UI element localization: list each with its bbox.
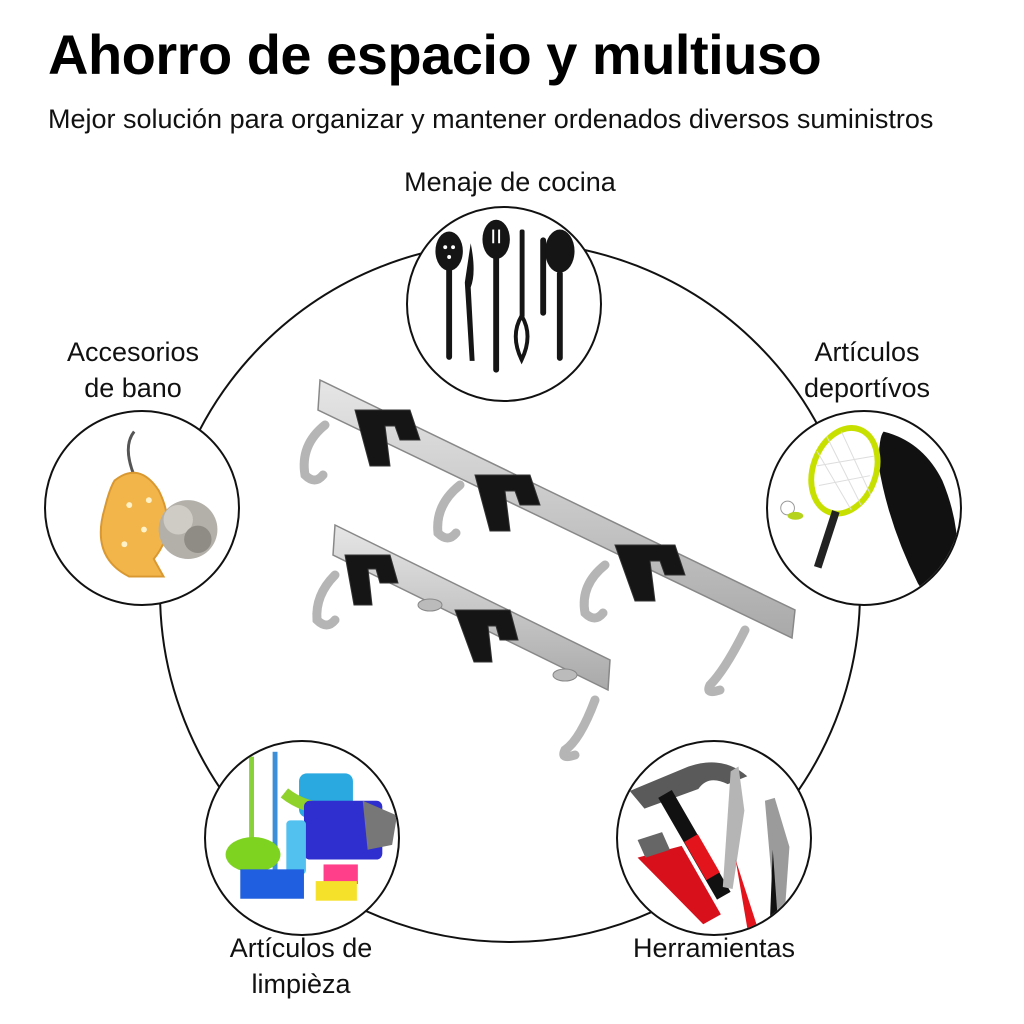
bath-sponge-icon	[99, 430, 218, 578]
label-limpieza-line1: Artículos de	[229, 933, 373, 963]
cleaning-supplies-icon	[225, 751, 398, 901]
bubble-herramientas	[616, 740, 812, 936]
label-bano: Accesorios de bano	[28, 334, 238, 406]
label-bano-line1: Accesorios	[66, 337, 200, 367]
label-deportivos: Artículos deportívos	[772, 334, 962, 406]
page-subtitle: Mejor solución para organizar y mantener…	[48, 104, 934, 134]
label-deportivos-line2: deportívos	[803, 373, 931, 403]
label-deportivos-line1: Artículos	[814, 337, 920, 367]
bubble-deportivos	[766, 410, 962, 606]
label-limpieza: Artículos de limpièza	[196, 930, 406, 1002]
wall-mop-holder-icon	[299, 378, 796, 762]
tools-icon	[629, 762, 790, 929]
bubble-cocina	[406, 206, 602, 402]
page-title: Ahorro de espacio y multiuso	[48, 23, 822, 86]
label-bano-line2: de bano	[84, 373, 182, 403]
bubble-limpieza	[204, 740, 400, 936]
tennis-racket-icon	[780, 425, 958, 601]
bubble-bano	[44, 410, 240, 606]
label-limpieza-line2: limpièza	[251, 969, 351, 999]
label-cocina: Menaje de cocina	[404, 167, 616, 197]
kitchen-utensils-icon	[435, 219, 575, 373]
label-herramientas: Herramientas	[632, 933, 796, 963]
